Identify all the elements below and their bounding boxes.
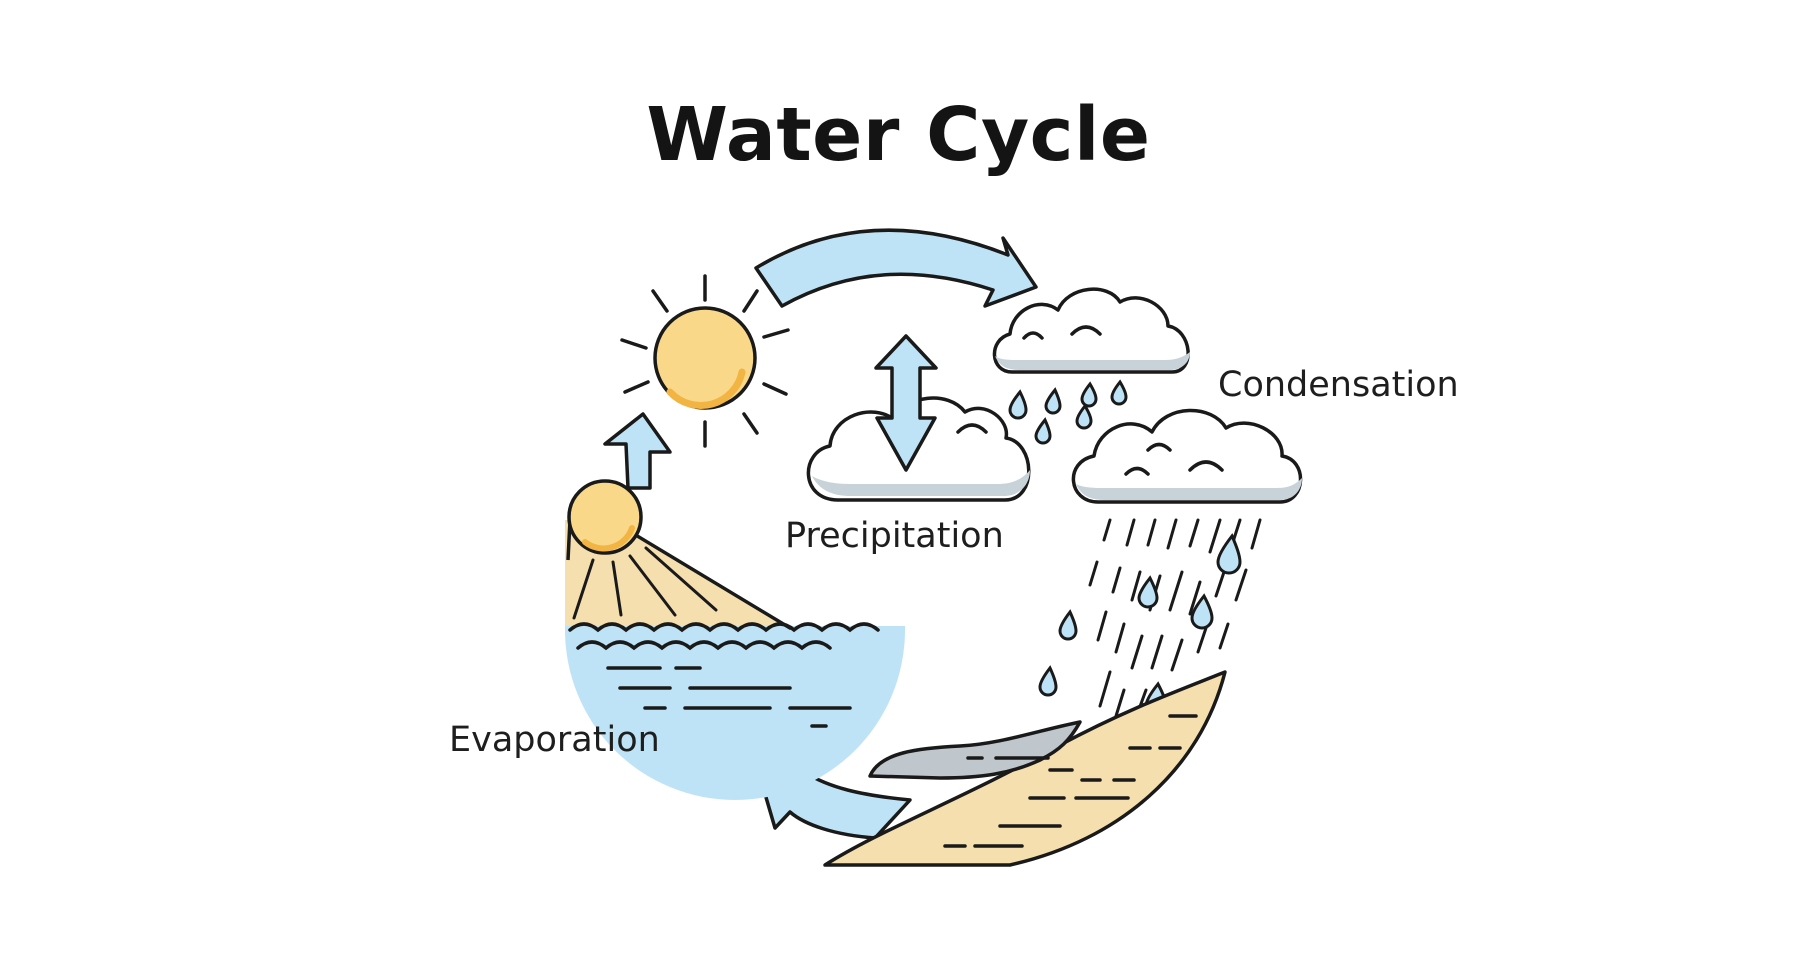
land-scene [823,670,1227,867]
label-condensation: Condensation [1218,365,1459,405]
up-arrow-icon [603,412,672,490]
cycle-arrow-top-icon [754,228,1038,308]
label-evaporation: Evaporation [449,720,660,760]
sun-icon [620,274,790,448]
condensation-cloud-large-icon [1071,408,1303,504]
raindrop-icon [1008,379,1128,445]
diagram-title: Water Cycle [646,92,1151,178]
wave-icon [568,622,880,651]
condensation-cloud-small-icon [992,287,1190,374]
up-down-arrow-icon [874,334,938,472]
label-precipitation: Precipitation [785,516,1004,556]
small-sun-icon [567,479,643,555]
